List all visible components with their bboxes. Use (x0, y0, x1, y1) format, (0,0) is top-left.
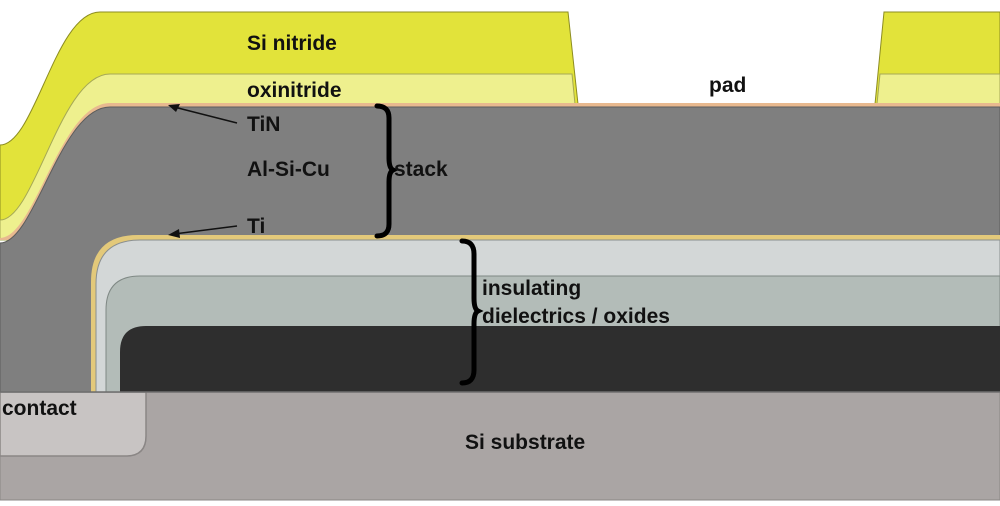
ti-label: Ti (247, 215, 266, 238)
oxinitride-label: oxinitride (247, 79, 342, 102)
pad-label: pad (709, 74, 747, 97)
contact-region (0, 391, 147, 457)
al-si-cu-label: Al-Si-Cu (247, 158, 330, 181)
tin-pointer-arrow (168, 104, 238, 124)
ti-pointer-arrow (168, 225, 238, 238)
stack-brace (374, 103, 399, 239)
si-nitride-label: Si nitride (247, 32, 337, 55)
insulating-label-line2: dielectrics / oxides (482, 305, 670, 328)
tin-label: TiN (247, 113, 281, 136)
insulating-brace (459, 238, 484, 386)
insulating-label-line1: insulating (482, 277, 582, 300)
contact-label: contact (2, 397, 77, 420)
stack-label: stack (394, 158, 448, 181)
si-substrate-label: Si substrate (465, 431, 586, 454)
dielectric-core-layer (120, 326, 1000, 392)
